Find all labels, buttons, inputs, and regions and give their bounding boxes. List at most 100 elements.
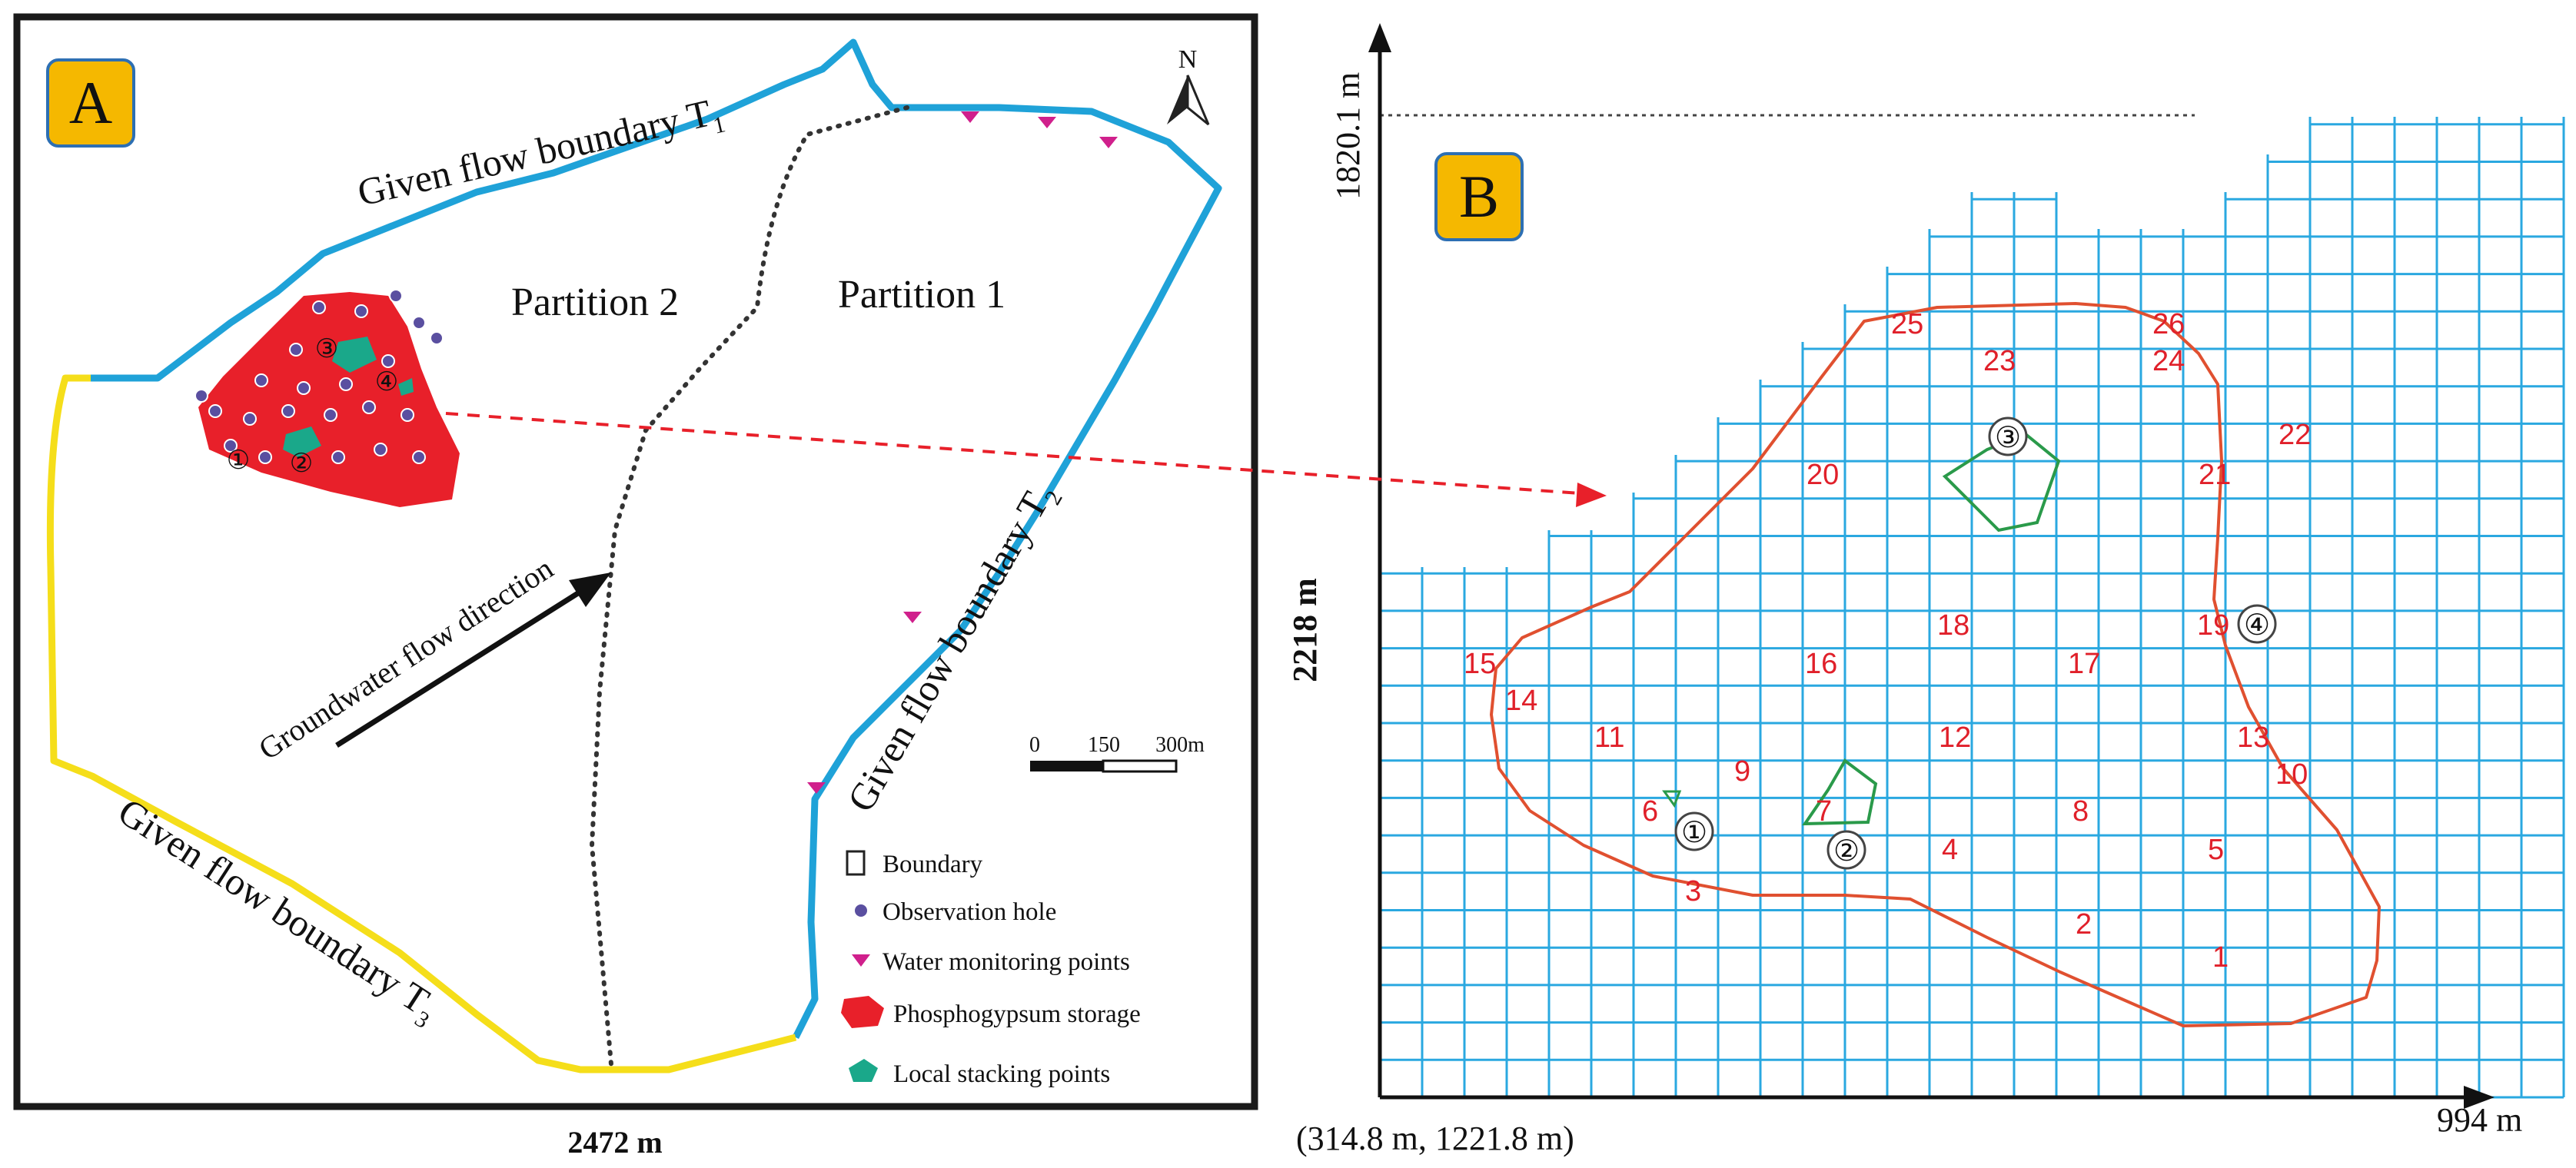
legend-observation-icon [855, 904, 867, 917]
groundwater-flow-arrow [335, 572, 611, 748]
zone-number: 17 [2068, 648, 2100, 680]
observation-hole [331, 450, 345, 464]
zone-number: 12 [1939, 722, 1971, 754]
scale-tick-0: 0 [1029, 733, 1040, 757]
zone-number: 20 [1807, 459, 1839, 491]
observation-hole [208, 404, 222, 418]
zone-number: 22 [2279, 419, 2311, 451]
scale-tick-150: 150 [1088, 733, 1120, 757]
zone-number: 19 [2197, 609, 2229, 642]
zone-number: 15 [1464, 648, 1496, 680]
partition-divider [589, 105, 909, 1067]
model-grid [1378, 117, 2565, 1099]
stacking-point-2 [283, 426, 321, 457]
zone-number: 9 [1734, 755, 1750, 788]
north-label: N [1178, 45, 1198, 74]
monitoring-point [1099, 137, 1118, 148]
scale-bar: 0 150 300m [1029, 733, 1205, 773]
observation-hole [312, 300, 326, 314]
partition-1-label: Partition 1 [838, 273, 1005, 317]
stacking-outline-6 [1662, 790, 1682, 808]
observation-holes [194, 289, 444, 464]
legend-stacking-icon [849, 1059, 878, 1082]
monitoring-point [961, 111, 979, 123]
zone-number: 2 [2076, 908, 2092, 941]
zone-number: 23 [1983, 345, 2016, 377]
observation-hole [258, 450, 272, 464]
panel-a-badge-label: A [69, 69, 112, 136]
monitoring-point [1038, 117, 1056, 128]
storage-outline [1490, 302, 2381, 1027]
y-axis-arrow-icon [1368, 23, 1391, 52]
legend: Boundary Observation hole Water monitori… [841, 850, 1141, 1088]
zone-number: 1 [2212, 941, 2229, 974]
marker-b-2: ② [1833, 835, 1860, 868]
stacking-outline-2 [1802, 758, 1878, 826]
zone-number: 6 [1642, 795, 1658, 828]
zone-number: 10 [2275, 758, 2308, 791]
zone-numbers: 1 2 3 4 5 6 7 8 9 10 11 12 13 14 15 16 1… [1464, 308, 2311, 974]
panel-b-badge [1434, 152, 1524, 241]
panel-b-badge-label: B [1459, 163, 1499, 230]
legend-monitoring-icon [852, 954, 870, 967]
water-monitoring-points [807, 111, 1118, 794]
observation-hole [297, 381, 311, 395]
boundary-t1-label: Given flow boundary T1 [354, 88, 728, 220]
marker-b-1: ① [1681, 817, 1707, 849]
legend-storage-icon [841, 996, 884, 1028]
zone-number: 7 [1816, 795, 1832, 828]
zone-number: 18 [1937, 609, 1969, 642]
legend-boundary-label: Boundary [882, 851, 983, 878]
panel-b: B 1820.1 m 2218 m (314.8 m, 1221.8 m) 99… [445, 23, 2565, 1157]
partition-2-label: Partition 2 [511, 280, 679, 324]
marker-a-4: ④ [375, 368, 398, 397]
panel-b-markers: ③ ④ ① ② [1674, 416, 2277, 870]
zone-number: 11 [1594, 722, 1624, 754]
observation-hole [224, 439, 238, 453]
legend-storage-label: Phosphogypsum storage [893, 1000, 1141, 1028]
link-arrow [445, 412, 1607, 507]
marker-a-1: ① [227, 446, 250, 475]
marker-a-3: ③ [315, 335, 338, 363]
zone-number: 14 [1505, 685, 1537, 717]
boundary-t3-label: Given flow boundary T3 [108, 789, 447, 1034]
north-arrow-icon: N [1167, 45, 1210, 126]
observation-hole [412, 450, 426, 464]
legend-observation-label: Observation hole [882, 898, 1056, 926]
observation-hole [354, 304, 368, 318]
observation-hole [430, 331, 444, 345]
observation-hole [339, 377, 353, 391]
stacking-outline-3 [1942, 432, 2061, 533]
side-extent-label: 2218 m [1286, 578, 1324, 682]
link-arrow-head-icon [1576, 483, 1607, 507]
observation-hole [254, 373, 268, 387]
stacking-point-1 [332, 337, 377, 373]
observation-hole [362, 400, 376, 414]
observation-hole [324, 408, 337, 422]
stacking-point-3 [398, 378, 414, 396]
zone-number: 24 [2152, 345, 2185, 377]
scale-tick-300: 300m [1155, 733, 1205, 757]
zone-number: 5 [2208, 834, 2224, 866]
top-extent-label: 1820.1 m [1329, 72, 1367, 200]
panel-b-axes [1368, 23, 2495, 1109]
monitoring-point [903, 612, 922, 623]
observation-hole [281, 404, 295, 418]
panel-a-markers: ③ ④ ① ② [227, 335, 398, 478]
marker-b-3: ③ [1995, 422, 2021, 454]
observation-hole [381, 354, 395, 368]
legend-stacking-label: Local stacking points [893, 1060, 1110, 1088]
observation-hole [243, 412, 257, 426]
legend-boundary-icon [846, 850, 866, 876]
zone-number: 26 [2152, 308, 2185, 340]
observation-hole [401, 408, 414, 422]
zone-number: 21 [2199, 459, 2231, 491]
monitoring-point [807, 782, 826, 794]
observation-hole [389, 289, 403, 303]
zone-number: 13 [2237, 722, 2269, 754]
legend-monitoring-label: Water monitoring points [882, 948, 1130, 976]
zone-number: 25 [1891, 308, 1923, 340]
right-extent-label: 994 m [2437, 1101, 2522, 1139]
flow-direction-label: Groundwater flow direction [252, 551, 559, 767]
